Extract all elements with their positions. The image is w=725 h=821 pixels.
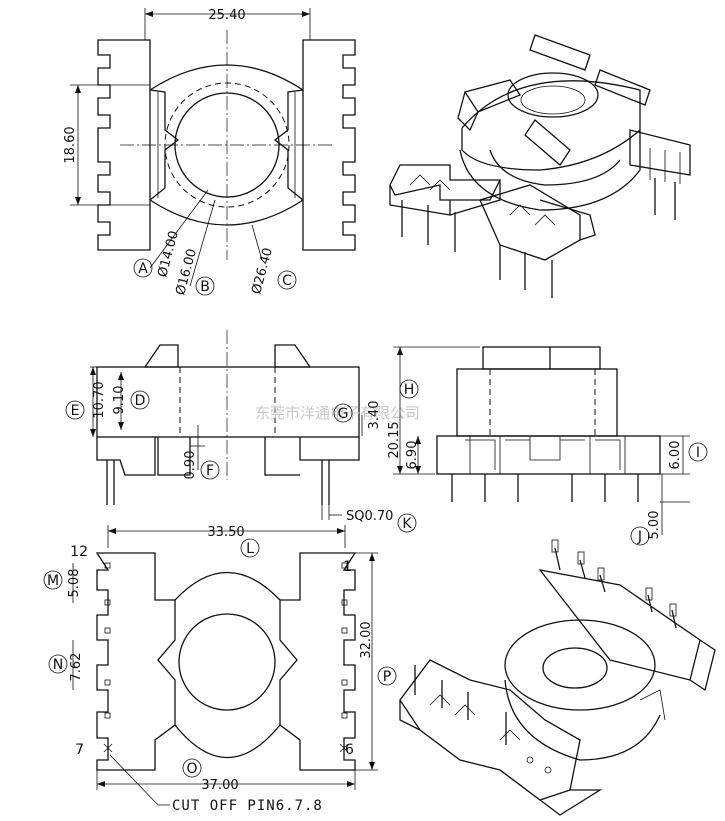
bottom-view: 33.50 L 12 1 7 6 5.08 M 7.62 N (43, 525, 397, 814)
callout-m: M (47, 573, 59, 589)
dim-bottom-p: 32.00 (359, 621, 374, 658)
dim-side-f: 0.90 (183, 451, 198, 480)
callout-n: N (53, 657, 63, 673)
dim-front-j: 5.00 (647, 511, 662, 540)
dim-bottom-l: 33.50 (207, 525, 244, 540)
callout-f: F (206, 463, 214, 479)
dim-front-h: 20.15 (387, 421, 402, 458)
watermark: 东莞市洋通电子有限公司 (255, 404, 420, 422)
callout-j: J (637, 529, 642, 545)
callout-d: D (135, 393, 146, 409)
callout-o: O (186, 761, 197, 777)
dim-bottom-m: 5.08 (67, 569, 82, 598)
callout-b: B (200, 279, 210, 295)
dim-front-g: 3.40 (367, 401, 382, 430)
callout-a: A (138, 261, 148, 277)
dim-front-i: 6.00 (668, 441, 683, 470)
dim-top-height: 18.60 (63, 126, 78, 163)
callout-k: K (402, 516, 412, 532)
top-view: 25.40 18.60 Ø14.00 Ø16.00 Ø26.40 (63, 8, 356, 297)
dim-bottom-o: 37.00 (201, 778, 238, 793)
callout-i: I (696, 445, 700, 461)
front-view: 20.15 6.90 3.40 H G 6.00 I 5.00 J (333, 346, 708, 546)
pin-label-1: 1 (343, 559, 352, 575)
pin-label-6: 6 (345, 742, 354, 758)
side-view: 10.70 9.10 0.90 E D F SQ0.70 K (65, 330, 417, 533)
callout-h: H (404, 382, 415, 398)
pin-label-12: 12 (70, 544, 88, 560)
dim-top-width: 25.40 (208, 8, 245, 23)
dim-dia-b: Ø16.00 (173, 247, 200, 297)
dim-front-low: 6.90 (405, 441, 420, 470)
dim-dia-a: Ø14.00 (155, 229, 182, 279)
callout-c: C (282, 273, 292, 289)
cut-off-note: CUT OFF PIN6.7.8 (172, 798, 323, 814)
dim-dia-c: Ø26.40 (249, 246, 276, 296)
callout-g: G (338, 406, 349, 422)
dim-side-e: 10.70 (92, 381, 107, 418)
pin-label-7: 7 (75, 742, 84, 758)
isometric-view-top (389, 34, 691, 298)
dim-pin-k: SQ0.70 (346, 509, 393, 524)
callout-p: P (383, 669, 391, 685)
callout-e: E (71, 403, 80, 419)
isometric-view-bottom (399, 539, 716, 816)
dim-side-d: 9.10 (112, 386, 127, 415)
callout-l: L (246, 541, 254, 557)
dim-bottom-n: 7.62 (69, 653, 84, 682)
